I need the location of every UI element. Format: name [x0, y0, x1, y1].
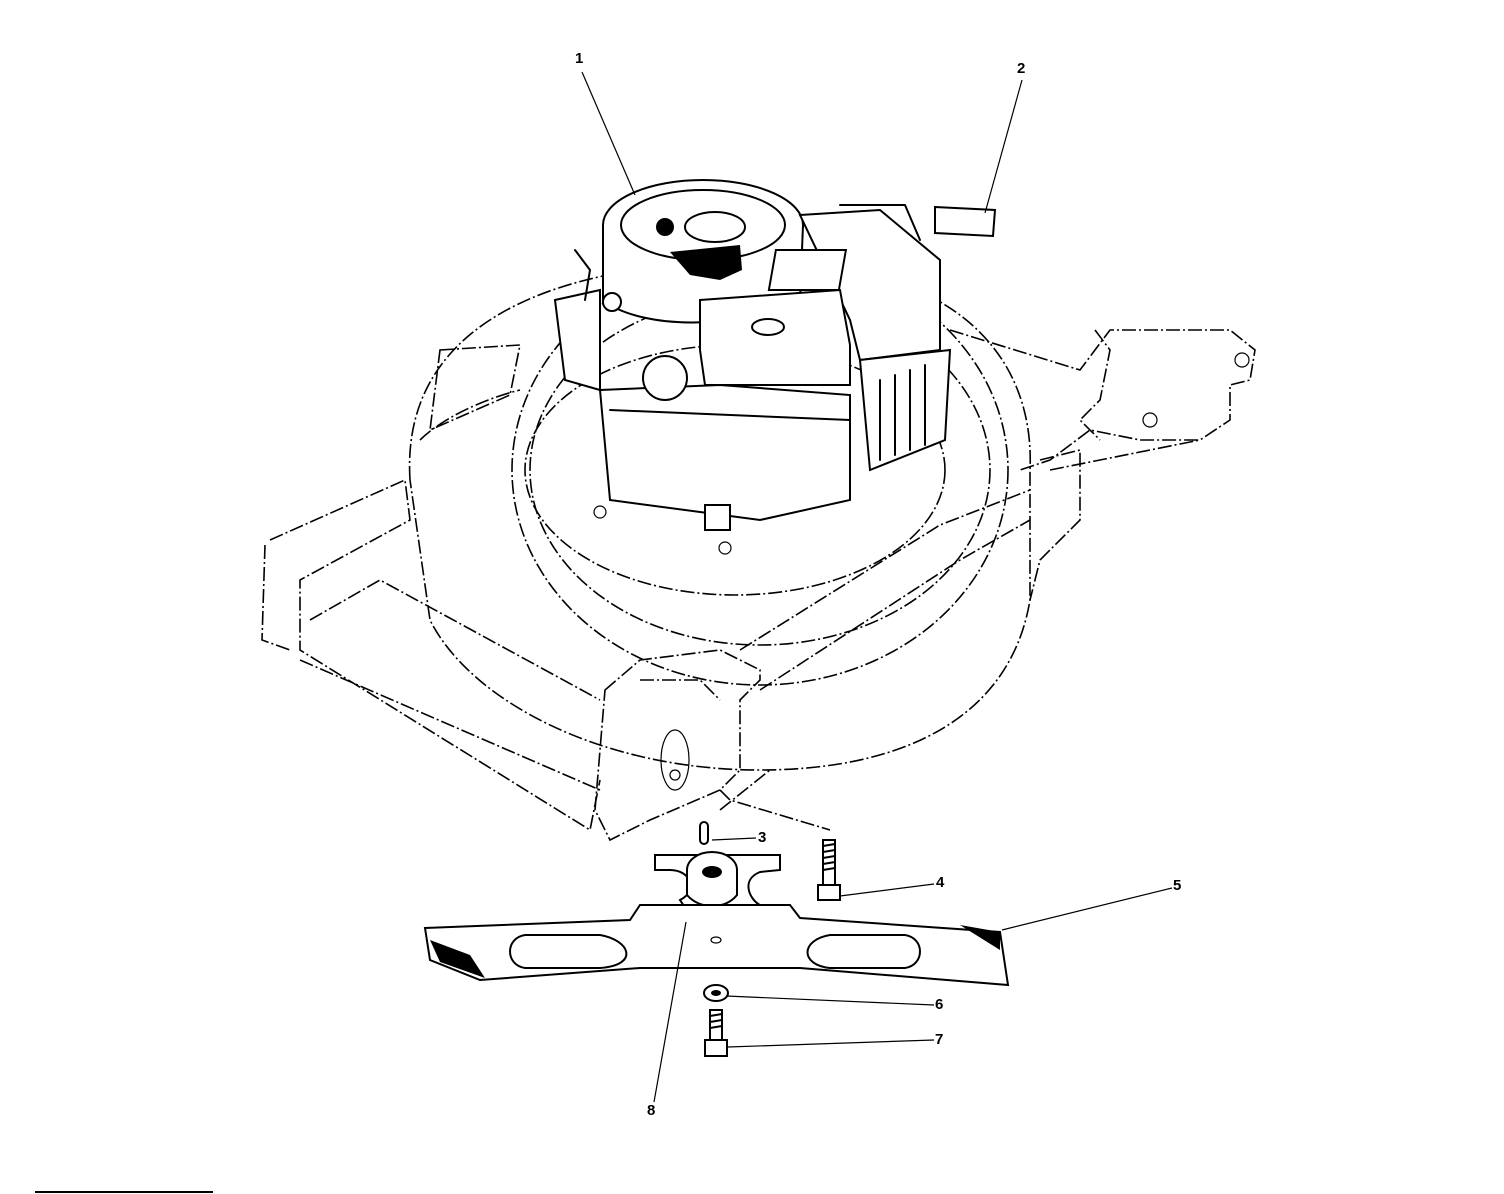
washer-6 — [703, 984, 729, 1002]
callout-5: 5 — [1173, 877, 1182, 894]
callout-3: 3 — [758, 829, 767, 846]
bolt-4 — [817, 839, 841, 901]
engine — [553, 179, 952, 531]
callout-2: 2 — [1017, 60, 1026, 77]
mower-deck — [261, 254, 1256, 842]
callout-1: 1 — [575, 50, 584, 67]
blade — [423, 904, 1010, 987]
callout-8: 8 — [647, 1102, 656, 1119]
callout-4: 4 — [936, 874, 945, 891]
bolt-7 — [704, 1009, 728, 1057]
callout-7: 7 — [935, 1031, 944, 1048]
decal-label — [934, 205, 997, 238]
leader-lines — [581, 71, 1173, 1103]
callout-6: 6 — [935, 996, 944, 1013]
